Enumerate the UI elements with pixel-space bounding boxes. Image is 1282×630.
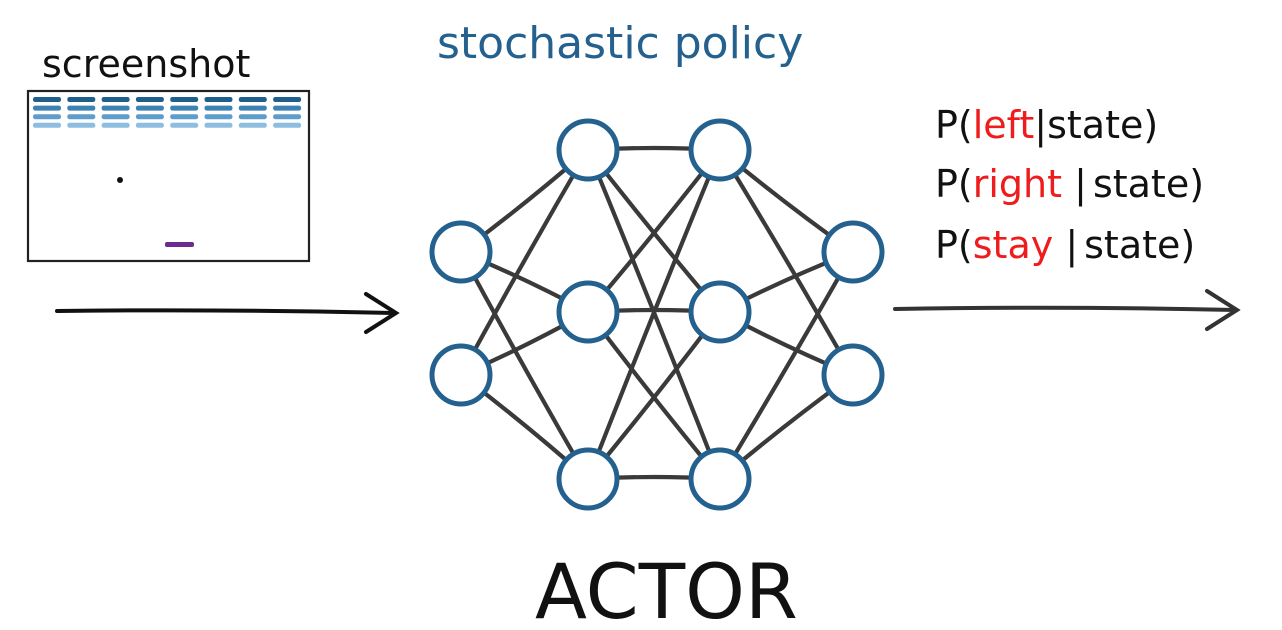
network-node-l3-n1 <box>688 118 752 182</box>
network-node-l1-n1 <box>429 220 493 284</box>
brick <box>33 105 61 111</box>
brick <box>170 105 199 111</box>
prob-left-sep: | <box>1034 103 1047 148</box>
brick <box>101 105 130 111</box>
brick <box>204 122 233 128</box>
brick <box>67 114 96 120</box>
prob-right-action: right <box>973 162 1062 206</box>
prob-left-prefix: P( <box>935 103 973 147</box>
prob-stay-sep: | <box>1053 223 1078 268</box>
paddle <box>165 242 194 247</box>
prob-right-sep: | <box>1062 162 1087 207</box>
network-node-l1-n2 <box>429 343 493 407</box>
brick <box>238 97 267 102</box>
brick <box>238 105 267 111</box>
game-screenshot <box>26 89 311 263</box>
network-edge <box>717 249 856 482</box>
network-node-l2-n1 <box>556 118 620 182</box>
brick <box>33 122 61 128</box>
brick <box>135 105 164 111</box>
network-edges <box>458 145 856 482</box>
prob-stay-prefix: P( <box>935 223 973 267</box>
brick <box>135 122 164 128</box>
prob-right-suffix: state) <box>1093 162 1204 206</box>
ball <box>117 177 123 183</box>
prob-left-suffix: state) <box>1047 103 1158 147</box>
screenshot-frame <box>26 89 311 263</box>
prob-left-action: left <box>973 103 1035 147</box>
network-node-l4-n1 <box>821 220 885 284</box>
network-edge <box>717 147 856 378</box>
network-edge <box>458 249 591 482</box>
brick <box>135 114 164 120</box>
prob-stay: P(stay |state) <box>935 223 1195 268</box>
brick <box>67 122 96 128</box>
brick <box>67 105 96 111</box>
screenshot-label: screenshot <box>42 42 250 86</box>
brick <box>33 114 61 120</box>
brick <box>67 97 96 102</box>
actor-label: ACTOR <box>535 547 798 630</box>
brick <box>238 114 267 120</box>
brick <box>135 97 164 102</box>
prob-stay-action: stay <box>973 223 1053 267</box>
brick <box>101 97 130 102</box>
brick <box>170 97 199 102</box>
network-node-l3-n2 <box>688 280 752 344</box>
brick <box>204 105 233 111</box>
brick <box>101 114 130 120</box>
brick <box>170 114 199 120</box>
brick <box>273 122 302 128</box>
network-edge <box>585 147 723 482</box>
brick <box>33 97 61 102</box>
policy-label: stochastic policy <box>437 18 803 69</box>
prob-right-prefix: P( <box>935 162 973 206</box>
brick <box>273 97 302 102</box>
network-node-l2-n3 <box>556 447 620 511</box>
input-arrow <box>55 292 400 334</box>
brick <box>238 122 267 128</box>
network-node-l4-n2 <box>821 343 885 407</box>
output-probabilities: P(left|state) P(right |state) P(stay |st… <box>935 103 1204 268</box>
brick <box>273 105 302 111</box>
network-edge <box>458 147 591 378</box>
output-arrow <box>893 289 1241 331</box>
network-node-l2-n2 <box>556 280 620 344</box>
network-node-l3-n3 <box>688 447 752 511</box>
prob-left: P(left|state) <box>935 103 1158 148</box>
network-nodes <box>429 118 885 511</box>
brick <box>204 114 233 120</box>
brick <box>101 122 130 128</box>
brick <box>204 97 233 102</box>
brick-wall <box>33 97 302 128</box>
brick <box>273 114 302 120</box>
prob-right: P(right |state) <box>935 162 1204 207</box>
brick <box>170 122 199 128</box>
prob-stay-suffix: state) <box>1084 223 1195 267</box>
